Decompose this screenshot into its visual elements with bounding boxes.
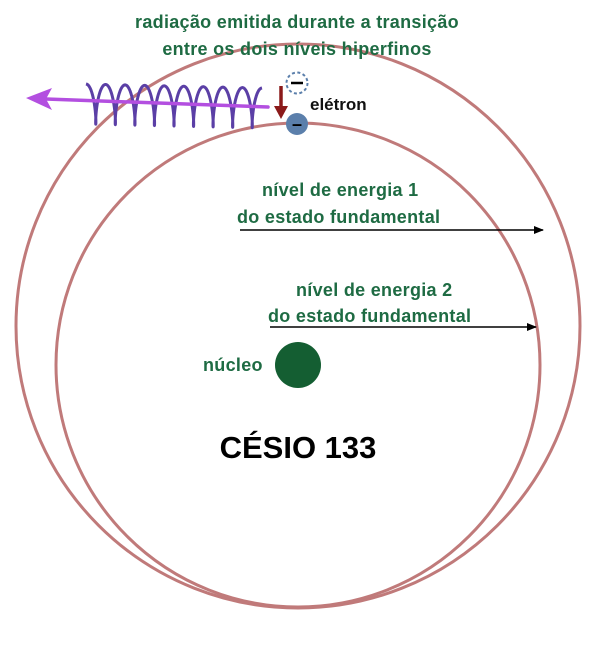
level2-label-line1: nível de energia 2: [296, 280, 452, 300]
electron-label: elétron: [310, 95, 367, 114]
photon-arrow: [26, 88, 270, 110]
level2-label-line2: do estado fundamental: [268, 306, 471, 326]
diagram-title: CÉSIO 133: [220, 430, 377, 465]
nucleus: [275, 342, 321, 388]
radiation-wave: [85, 82, 263, 130]
electron-previous-position: [285, 71, 309, 95]
radiation-label-line1: radiação emitida durante a transição: [135, 12, 459, 32]
radiation-label-line2: entre os dois níveis hiperfinos: [162, 39, 431, 59]
nucleus-label: núcleo: [203, 355, 263, 375]
level1-label-line1: nível de energia 1: [262, 180, 418, 200]
electron-charge: –: [292, 114, 302, 134]
transition-arrow: [274, 86, 288, 119]
level1-label-line2: do estado fundamental: [237, 207, 440, 227]
electron: –: [286, 113, 308, 135]
